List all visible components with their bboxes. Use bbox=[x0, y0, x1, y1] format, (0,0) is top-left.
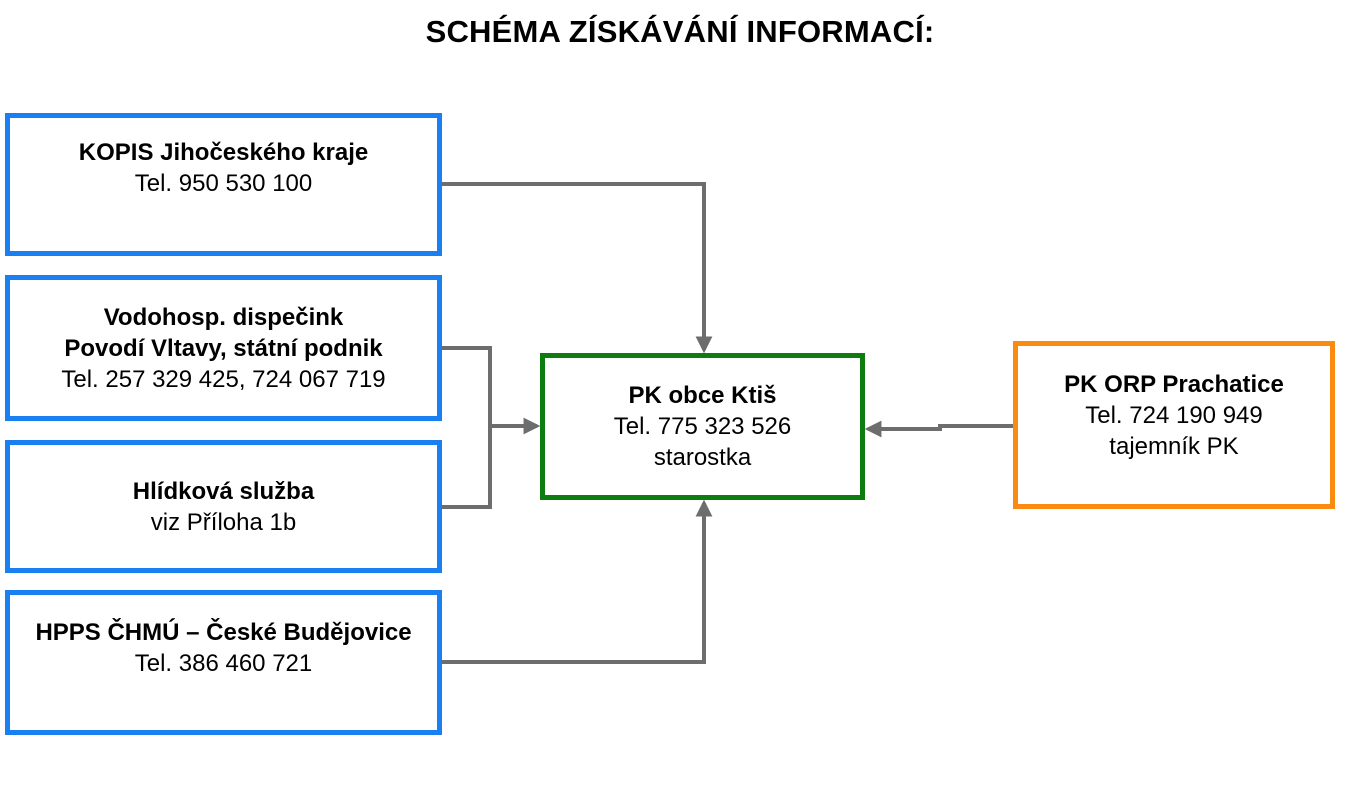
node-hlidkova-name: Hlídková služba bbox=[132, 477, 315, 505]
connector-vodohosp bbox=[442, 346, 492, 426]
node-pk-obce-phone: Tel. 775 323 526 bbox=[613, 413, 792, 440]
node-kopis: KOPIS Jihočeského kraje Tel. 950 530 100 bbox=[5, 113, 442, 256]
node-vodohosp-phone: Tel. 257 329 425, 724 067 719 bbox=[61, 365, 386, 393]
node-kopis-phone: Tel. 950 530 100 bbox=[134, 169, 313, 197]
node-vodohosp-name-line2: Povodí Vltavy, státní podnik bbox=[64, 334, 383, 362]
node-pk-obce-role: starostka bbox=[653, 444, 752, 471]
node-hlidkova-note: viz Příloha 1b bbox=[150, 508, 297, 536]
node-hlidkova: Hlídková služba viz Příloha 1b bbox=[5, 440, 442, 573]
node-hpps-phone: Tel. 386 460 721 bbox=[134, 649, 313, 677]
node-pk-orp-phone: Tel. 724 190 949 bbox=[1085, 401, 1263, 429]
node-pk-orp: PK ORP Prachatice Tel. 724 190 949 tajem… bbox=[1013, 341, 1335, 509]
node-vodohosp-name-line1: Vodohosp. dispečink bbox=[103, 303, 344, 331]
arrow-kopis-to-pk-obce bbox=[442, 182, 713, 354]
node-pk-obce: PK obce Ktiš Tel. 775 323 526 starostka bbox=[540, 353, 865, 500]
node-vodohosp: Vodohosp. dispečink Povodí Vltavy, státn… bbox=[5, 275, 442, 421]
node-kopis-name: KOPIS Jihočeského kraje bbox=[78, 138, 369, 166]
node-pk-obce-name: PK obce Ktiš bbox=[628, 382, 777, 409]
arrow-hpps-to-pk-obce bbox=[442, 499, 713, 664]
node-pk-orp-role: tajemník PK bbox=[1109, 432, 1239, 460]
diagram-title: SCHÉMA ZÍSKÁVÁNÍ INFORMACÍ: bbox=[425, 14, 935, 49]
node-hpps: HPPS ČHMÚ – České Budějovice Tel. 386 46… bbox=[5, 590, 442, 735]
connector-hlidkova bbox=[442, 426, 492, 509]
node-hpps-name: HPPS ČHMÚ – České Budějovice bbox=[35, 618, 412, 646]
arrow-pk-orp-to-pk-obce bbox=[864, 420, 1013, 438]
node-pk-orp-name: PK ORP Prachatice bbox=[1064, 370, 1284, 398]
